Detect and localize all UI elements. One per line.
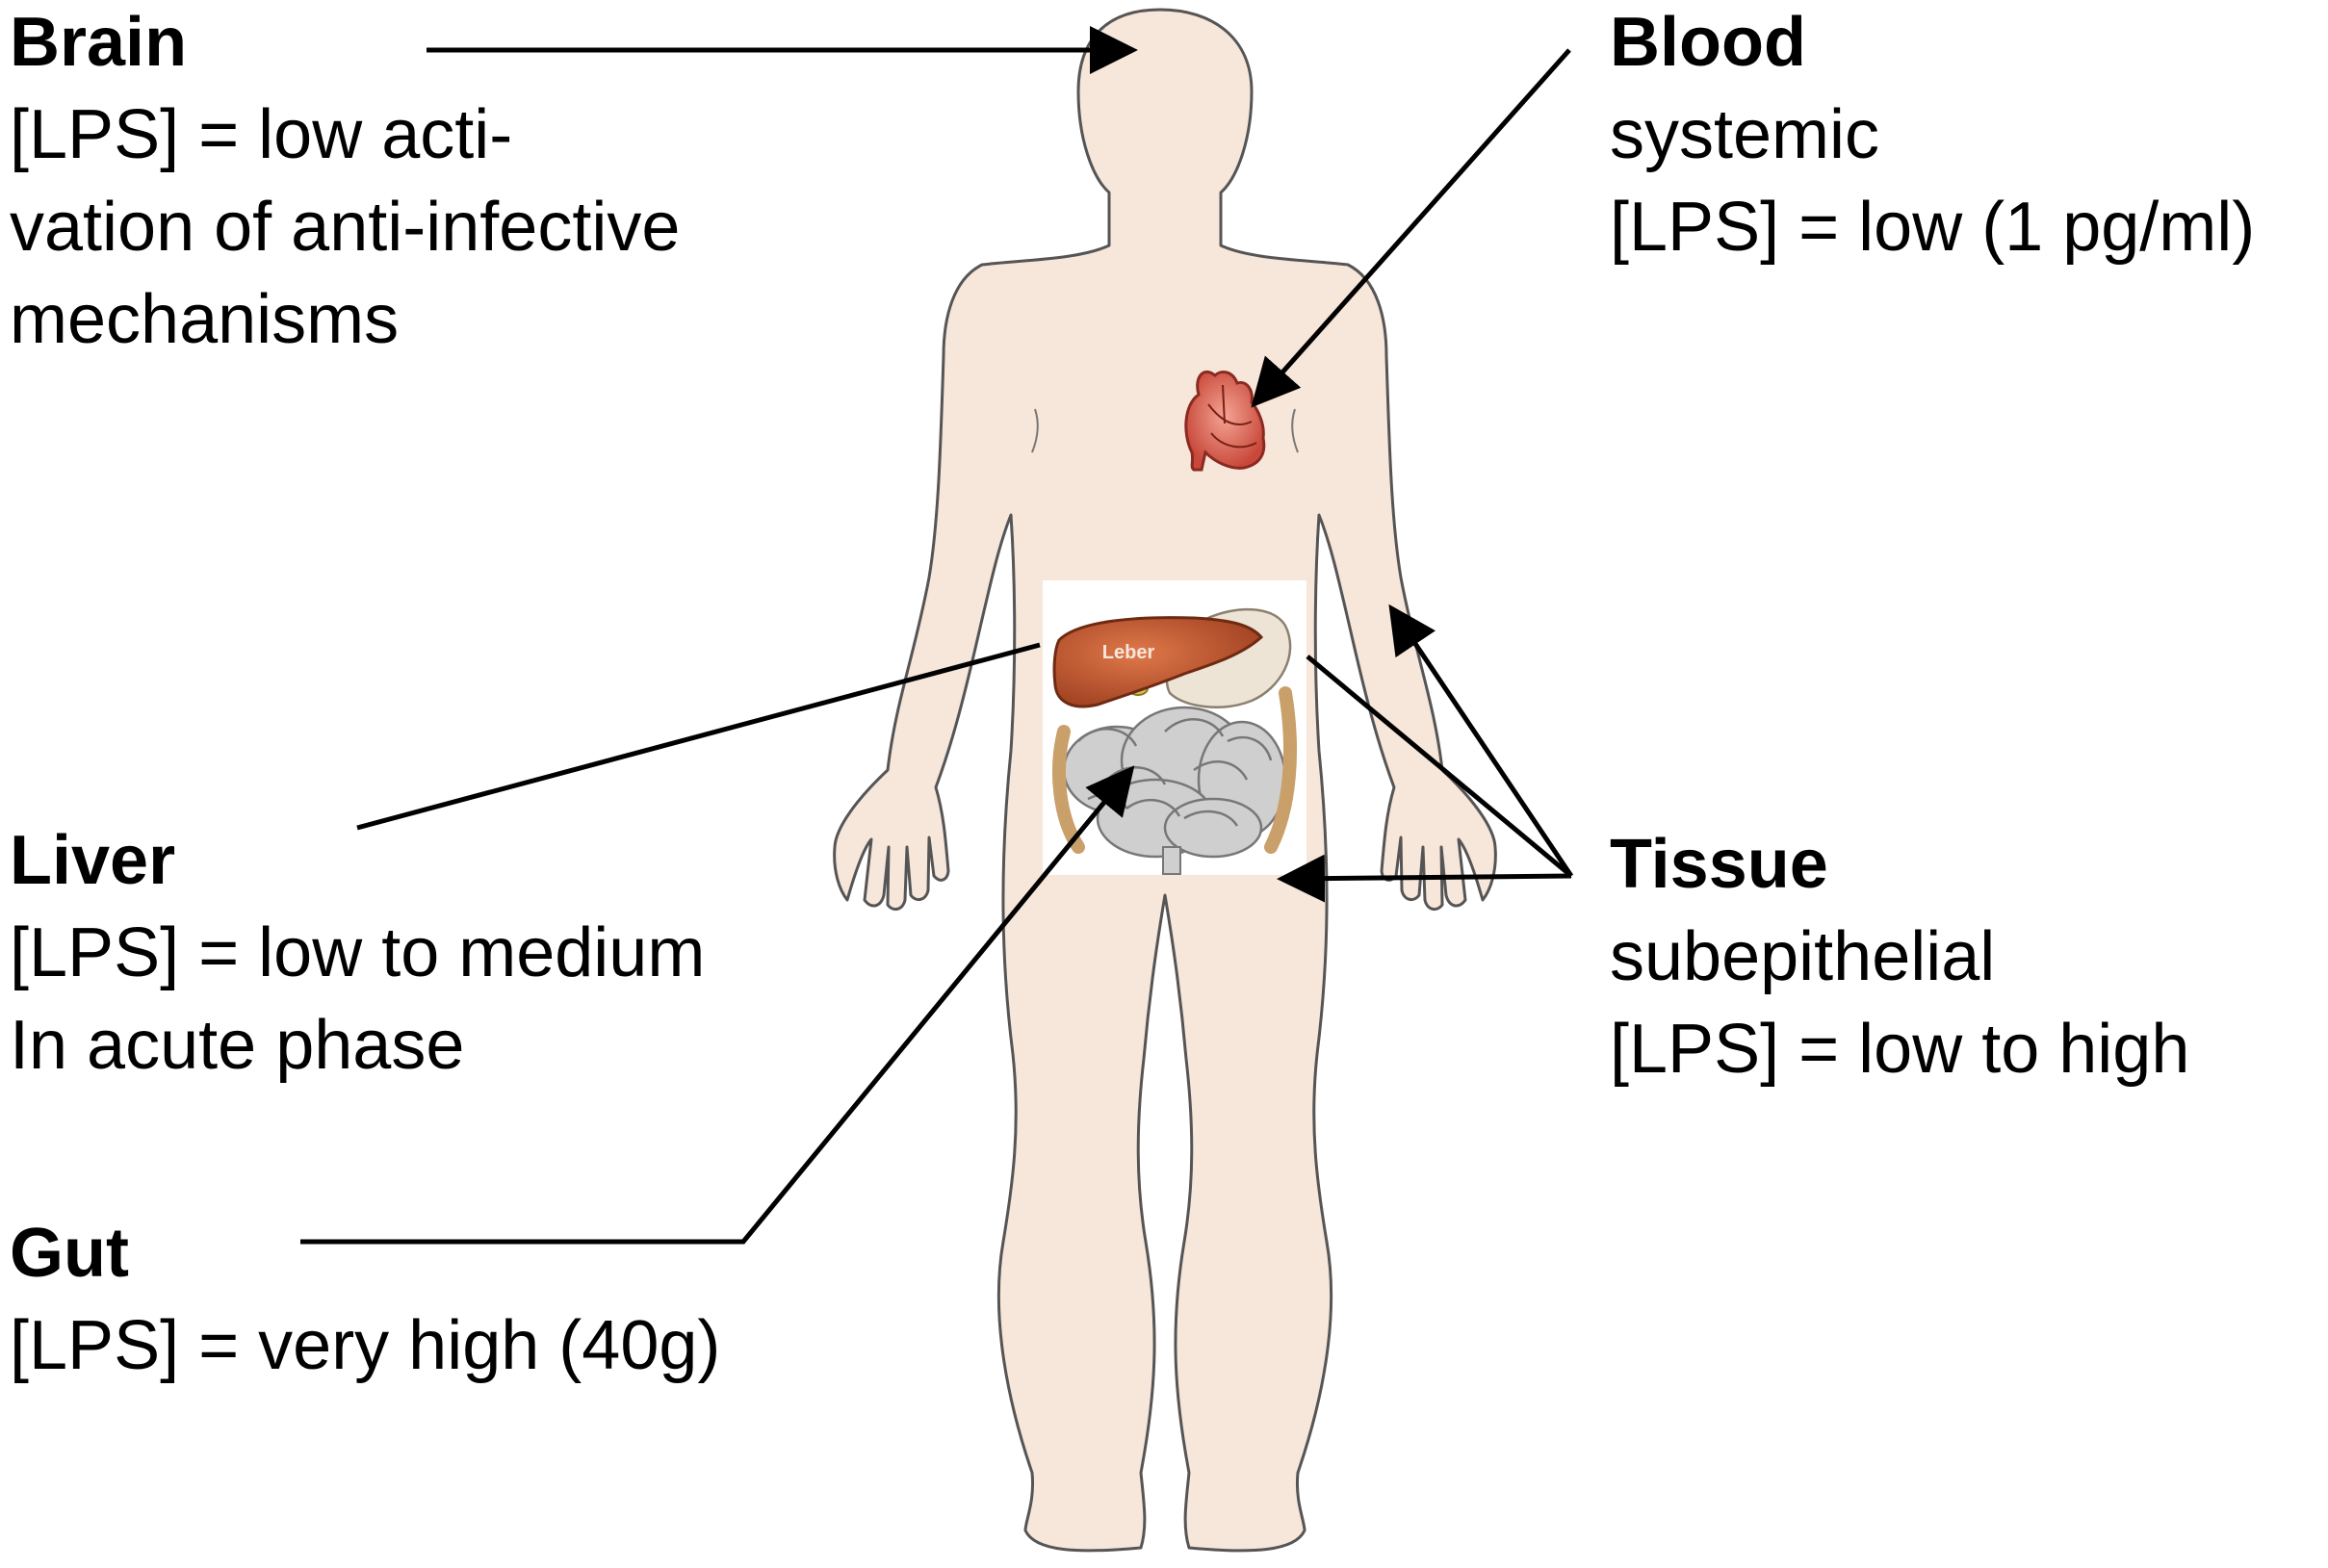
brain-line-2: vation of anti-infective: [10, 189, 681, 266]
brain-label: Brain [LPS] = low acti- vation of anti-i…: [10, 0, 680, 366]
tissue-label: Tissue subepithelial [LPS] = low to high: [1610, 818, 2189, 1095]
liver-connector: [356, 642, 1041, 831]
liver: [1052, 616, 1264, 708]
connector-lines: [300, 26, 1574, 1245]
tissue-heading: Tissue: [1610, 826, 1828, 903]
heart-vessel-lines: [1207, 384, 1257, 449]
colon: [1052, 686, 1297, 854]
tissue-line-1: subepithelial: [1610, 918, 1996, 995]
brain-line-1: [LPS] = low acti-: [10, 96, 513, 173]
liver-line-1: [LPS] = low to medium: [10, 914, 706, 991]
liver-label: Liver [LPS] = low to medium In acute pha…: [10, 814, 705, 1092]
brain-heading: Brain: [10, 4, 188, 81]
tissue-connector-abdomen: [1306, 655, 1573, 878]
brain-line-3: mechanisms: [10, 281, 400, 358]
blood-line-2: [LPS] = low (1 pg/ml): [1610, 189, 2256, 266]
gut-line-1: [LPS] = very high (40g): [10, 1307, 721, 1384]
blood-arrow: [1251, 48, 1571, 408]
liver-heading: Liver: [10, 822, 176, 899]
gut-arrow: [300, 765, 1135, 1245]
armpit-line-left: [1031, 408, 1039, 453]
tissue-line-2: [LPS] = low to high: [1610, 1011, 2190, 1088]
rectum: [1162, 846, 1181, 875]
gut-heading: Gut: [10, 1215, 129, 1292]
liver-tag-text: Leber: [1102, 642, 1155, 663]
tissue-arrow-pelvis: [1277, 854, 1572, 903]
blood-heading: Blood: [1610, 4, 1806, 81]
gut-label: Gut [LPS] = very high (40g): [10, 1207, 720, 1392]
liver-line-2: In acute phase: [10, 1007, 465, 1084]
armpit-line-right: [1291, 408, 1299, 453]
heart-illustration: [1184, 370, 1266, 472]
blood-label: Blood systemic [LPS] = low (1 pg/ml): [1610, 0, 2255, 273]
tissue-arrow-arm: [1388, 604, 1574, 878]
blood-line-1: systemic: [1610, 96, 1880, 173]
